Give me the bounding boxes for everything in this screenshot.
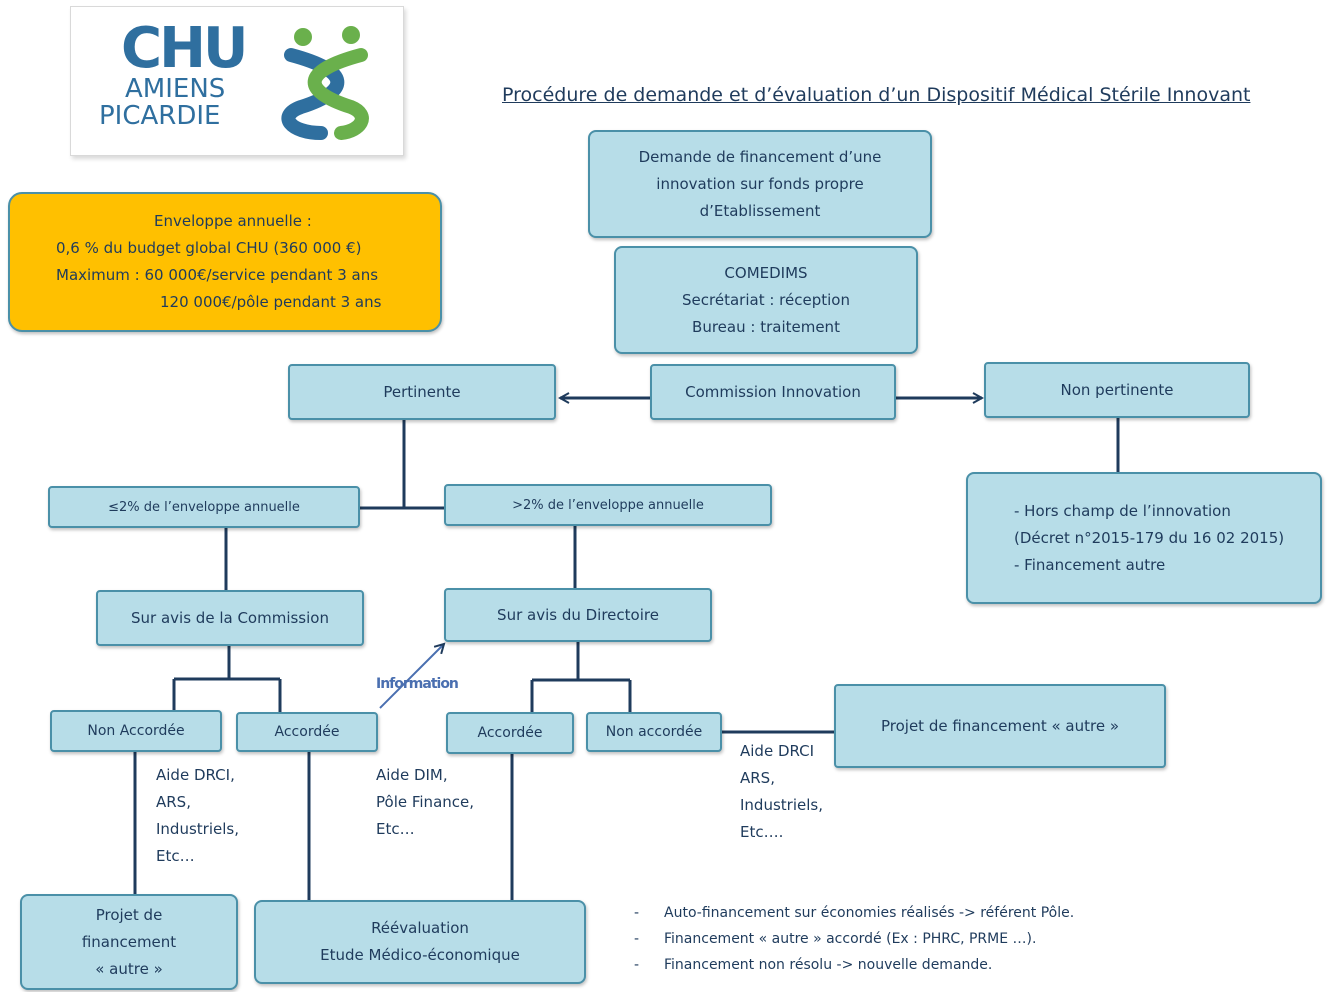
hors-champ-line-2: (Décret n°2015-179 du 16 02 2015) [1014,528,1285,547]
aide-drci-right-line-4: Etc…. [740,823,784,841]
footnote-item: - Financement « autre » accordé (Ex : PHR… [634,926,1074,952]
aide-drci-right-line-1: Aide DRCI [740,742,815,760]
footnote-dash: - [634,905,640,921]
envelope-line-1: Enveloppe annuelle : [154,212,312,230]
comedims-line-1: COMEDIMS [724,263,808,282]
non-accordee-left-box: Non Accordée [50,710,222,752]
gt-2-percent-box: >2% de l’enveloppe annuelle [444,484,772,526]
avis-directoire-box: Sur avis du Directoire [444,588,712,642]
demande-line-2: innovation sur fonds propre [656,174,864,193]
non-pertinente-box: Non pertinente [984,362,1250,418]
hors-champ-box: - Hors champ de l’innovation (Décret n°2… [966,472,1322,604]
page-title: Procédure de demande et d’évaluation d’u… [502,84,1251,106]
information-arrow [379,644,444,709]
information-label: Information [376,676,459,692]
aide-drci-right-line-3: Industriels, [740,796,823,814]
projet-autre-right-box: Projet de financement « autre » [834,684,1166,768]
footnote-item: - Financement non résolu -> nouvelle dema… [634,952,1074,978]
envelope-box: Enveloppe annuelle : 0,6 % du budget glo… [8,192,442,332]
aide-dim-line-3: Etc… [376,820,415,838]
aide-drci-left-line-2: ARS, [156,793,191,811]
projet-autre-left-line-2: financement [81,932,177,951]
projet-autre-right-label: Projet de financement « autre » [880,716,1120,735]
dna-helix-icon [281,26,369,140]
aide-dim-text: Aide DIM, Pôle Finance, Etc… [376,762,474,843]
aide-dim-line-2: Pôle Finance, [376,793,475,811]
footnote-text: Financement « autre » accordé (Ex : PHRC… [664,931,1037,947]
accordee-right-label: Accordée [477,724,543,741]
footnote-dash: - [634,957,640,973]
aide-drci-left-line-4: Etc… [156,847,195,865]
projet-autre-left-line-3: « autre » [95,959,163,978]
aide-dim-line-1: Aide DIM, [376,766,448,784]
projet-autre-left-box: Projet de financement « autre » [20,894,238,990]
commission-innovation-box: Commission Innovation [650,364,896,420]
envelope-line-3: Maximum : 60 000€/service pendant 3 ans [56,266,379,284]
non-accordee-left-label: Non Accordée [87,722,185,739]
avis-commission-label: Sur avis de la Commission [131,608,329,627]
aide-drci-left-line-3: Industriels, [156,820,239,838]
chu-logo: CHU AMIENS PICARDIE [70,6,404,156]
pertinente-box: Pertinente [288,364,556,420]
reevaluation-box: Réévaluation Etude Médico-économique [254,900,586,984]
footnote-list: - Auto-financement sur économies réalisés… [634,900,1074,978]
demande-line-3: d’Etablissement [699,201,821,220]
demande-line-1: Demande de financement d’une [638,147,882,166]
footnote-dash: - [634,931,640,947]
comedims-line-3: Bureau : traitement [692,317,840,336]
hors-champ-line-3: - Financement autre [1014,555,1166,574]
footnote-text: Financement non résolu -> nouvelle deman… [664,957,993,973]
commission-innovation-label: Commission Innovation [685,382,861,401]
le-2-percent-box: ≤2% de l’enveloppe annuelle [48,486,360,528]
comedims-line-2: Secrétariat : réception [682,290,850,309]
avis-directoire-label: Sur avis du Directoire [497,605,659,624]
envelope-line-4: 120 000€/pôle pendant 3 ans [160,293,382,311]
envelope-line-2: 0,6 % du budget global CHU (360 000 €) [56,239,362,257]
aide-drci-left-text: Aide DRCI, ARS, Industriels, Etc… [156,762,239,870]
gt-2-percent-label: >2% de l’enveloppe annuelle [512,497,704,513]
comedims-box: COMEDIMS Secrétariat : réception Bureau … [614,246,918,354]
accordee-left-label: Accordée [274,723,340,740]
reevaluation-line-2: Etude Médico-économique [320,946,520,964]
accordee-left-box: Accordée [236,712,378,752]
footnote-item: - Auto-financement sur économies réalisés… [634,900,1074,926]
aide-drci-left-line-1: Aide DRCI, [156,766,235,784]
logo-chu-text: CHU [121,16,248,81]
le-2-percent-label: ≤2% de l’enveloppe annuelle [108,499,300,515]
avis-commission-box: Sur avis de la Commission [96,590,364,646]
footnote-text: Auto-financement sur économies réalisés … [664,905,1075,921]
aide-drci-right-line-2: ARS, [740,769,775,787]
logo-amiens-text: AMIENS [125,74,226,104]
demande-financement-box: Demande de financement d’une innovation … [588,130,932,238]
pertinente-label: Pertinente [383,382,461,401]
logo-picardie-text: PICARDIE [99,101,221,131]
hors-champ-line-1: - Hors champ de l’innovation [1014,501,1231,520]
reevaluation-line-1: Réévaluation [371,919,469,937]
non-accordee-right-box: Non accordée [586,712,722,752]
accordee-right-box: Accordée [446,712,574,754]
projet-autre-left-line-1: Projet de [95,905,163,924]
aide-drci-right-text: Aide DRCI ARS, Industriels, Etc…. [740,738,823,846]
non-accordee-right-label: Non accordée [605,723,703,740]
non-pertinente-label: Non pertinente [1060,380,1174,399]
